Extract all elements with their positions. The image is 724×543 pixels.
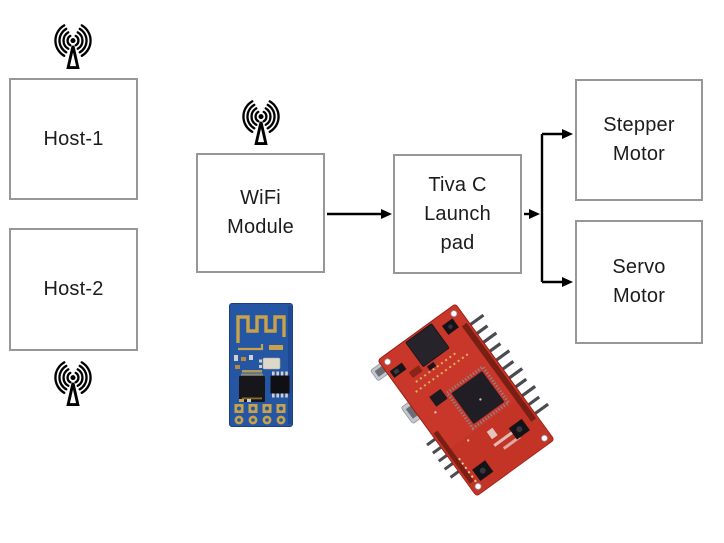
- node-stepper-motor-label: Stepper Motor: [603, 114, 675, 165]
- node-tiva-c-launchpad: Tiva C Launch pad: [393, 154, 522, 274]
- node-servo-motor: Servo Motor: [575, 220, 703, 344]
- node-stepper-motor: Stepper Motor: [575, 79, 703, 201]
- node-wifi-module: WiFi Module: [196, 153, 325, 273]
- tiva-c-launchpad-photo: [370, 304, 554, 496]
- node-host-2-label: Host-2: [43, 278, 104, 300]
- node-wifi-module-label: WiFi Module: [227, 187, 294, 238]
- node-host-1: Host-1: [9, 78, 138, 200]
- node-host-2: Host-2: [9, 228, 138, 351]
- node-tiva-c-launchpad-label: Tiva C Launch pad: [424, 173, 491, 254]
- node-servo-motor-label: Servo Motor: [612, 256, 666, 307]
- esp8266-wifi-module-photo: [229, 303, 293, 427]
- node-host-1-label: Host-1: [43, 127, 104, 150]
